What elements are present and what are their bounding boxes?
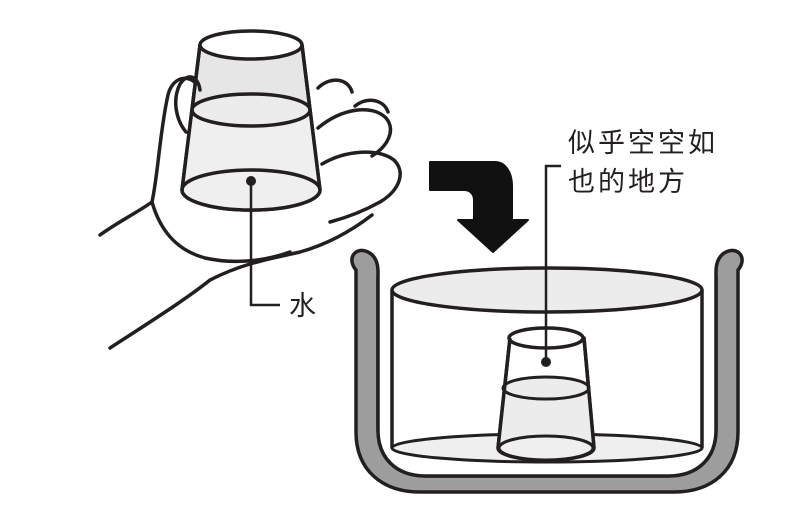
pot bbox=[350, 248, 744, 494]
hand-illustration bbox=[98, 76, 402, 350]
glass-in-pot bbox=[496, 326, 596, 462]
thumb bbox=[173, 75, 202, 134]
water-leader-line bbox=[246, 176, 280, 307]
empty-space-label-line1: 似乎空空如 bbox=[568, 128, 718, 159]
glass-in-hand bbox=[180, 29, 322, 212]
curved-arrow-icon bbox=[429, 161, 529, 253]
water-label: 水 bbox=[289, 291, 319, 322]
empty-space-leader-line bbox=[541, 164, 561, 367]
empty-space-label-line2: 也的地方 bbox=[568, 167, 688, 198]
